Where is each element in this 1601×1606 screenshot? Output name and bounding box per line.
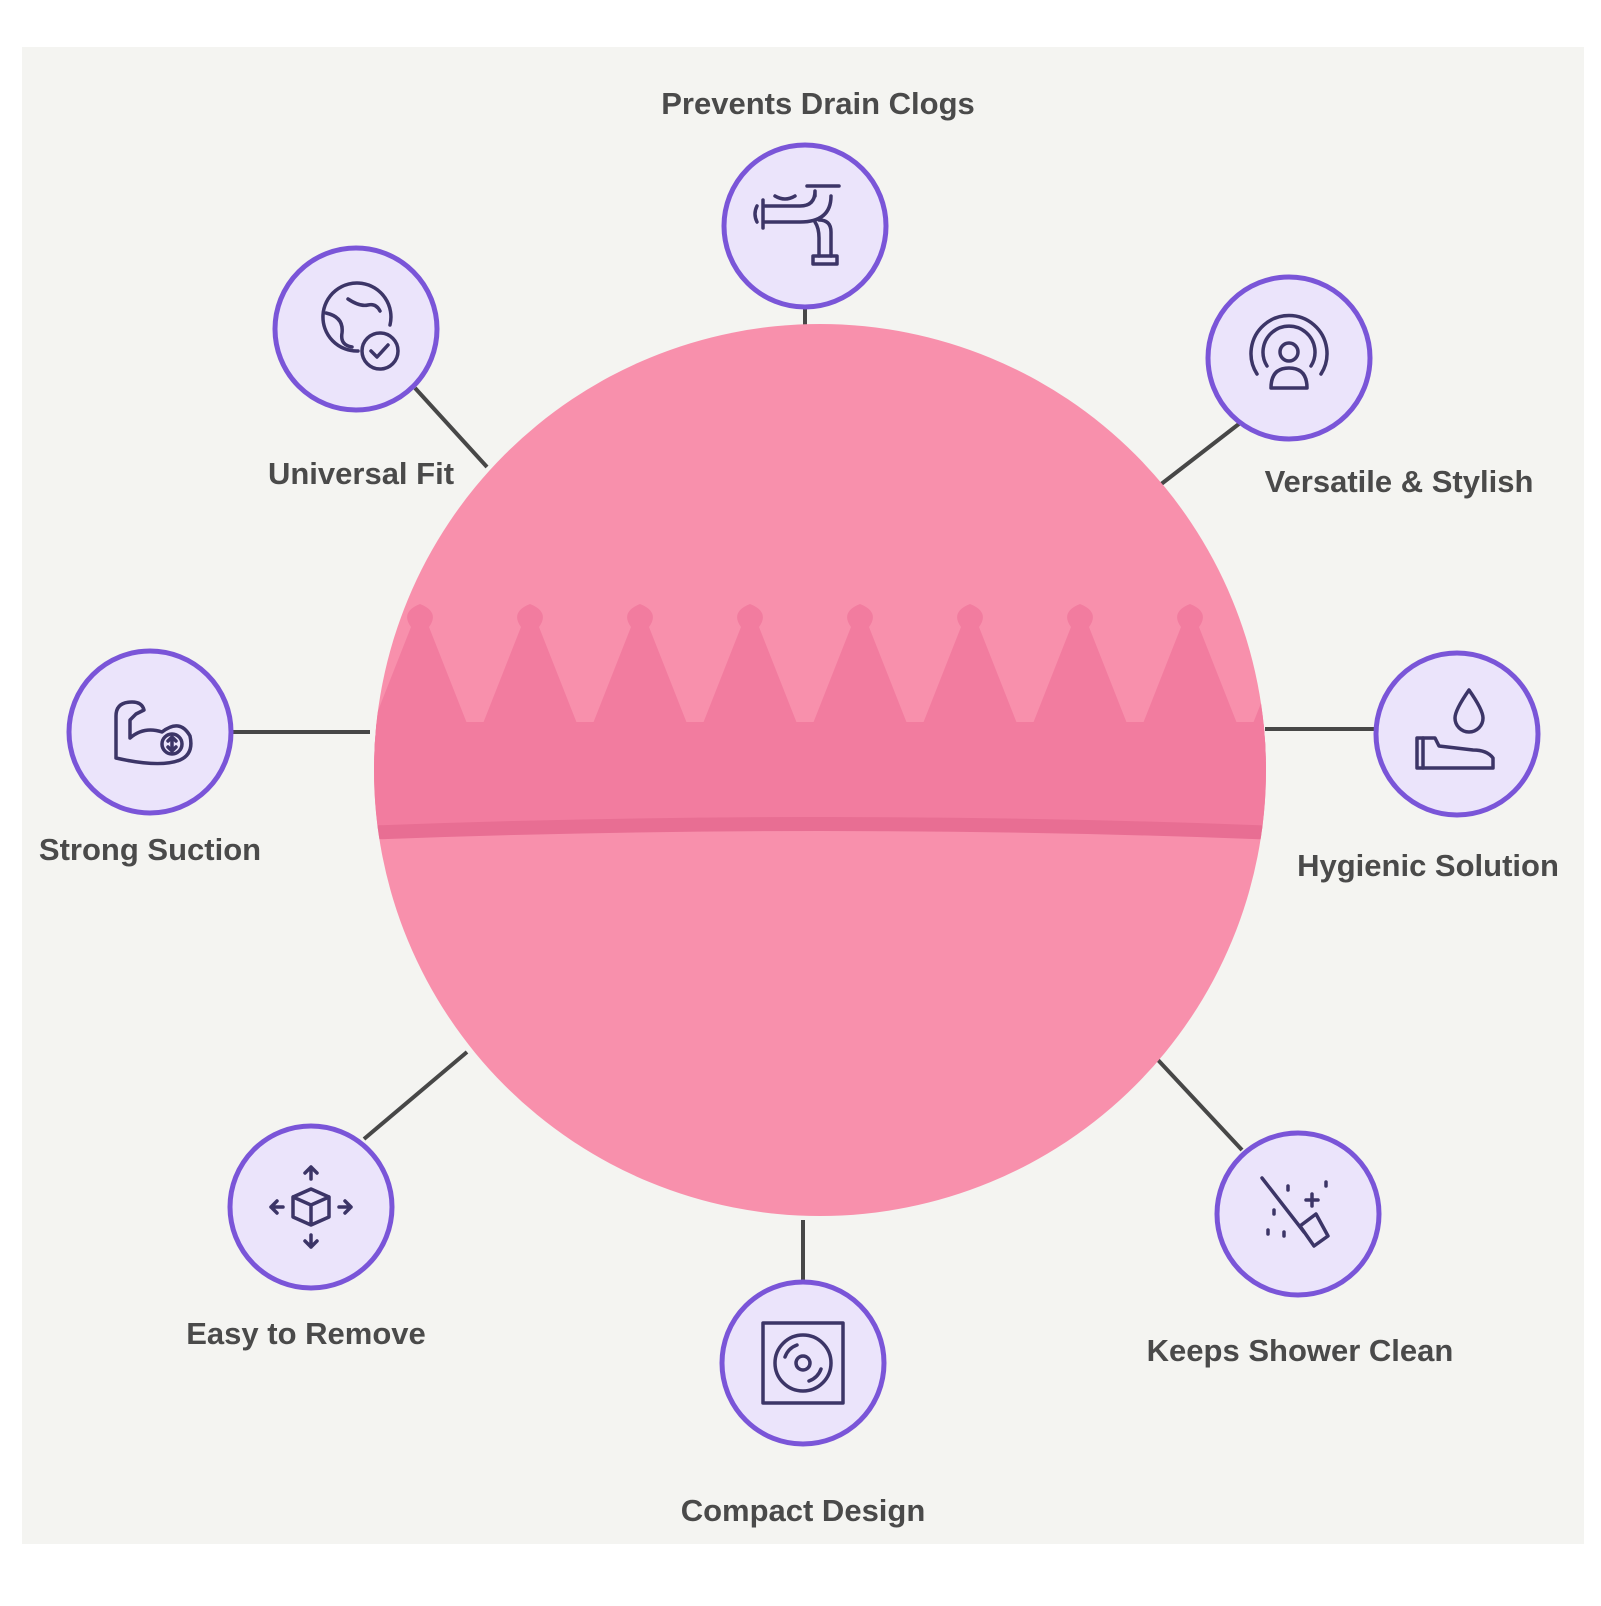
disc-box-icon: [761, 1321, 845, 1405]
label-strong-suction: Strong Suction: [38, 832, 262, 867]
label-prevents-drain-clogs: Prevents Drain Clogs: [661, 86, 975, 121]
connector-universal-fit: [413, 386, 489, 469]
product-comb-teeth: [374, 604, 1266, 760]
broadcast-person-icon: [1249, 313, 1329, 390]
label-easy-to-remove: Easy to Remove: [186, 1316, 426, 1351]
label-hygienic-solution: Hygienic Solution: [1297, 848, 1559, 883]
badge-compact-design: [719, 1279, 887, 1447]
badge-easy-to-remove: [227, 1123, 395, 1291]
feature-badges: [66, 142, 1541, 1447]
label-keeps-shower-clean: Keeps Shower Clean: [1146, 1333, 1454, 1368]
globe-check-icon: [321, 281, 400, 371]
connector-easy-to-remove: [362, 1050, 469, 1141]
badge-universal-fit: [272, 245, 440, 413]
hair-catcher-image: [374, 324, 1266, 1216]
move-box-icon: [269, 1165, 353, 1249]
hand-water-drop-icon: [1415, 688, 1495, 770]
connector-lines: [227, 306, 1375, 1280]
badge-versatile-stylish: [1205, 274, 1373, 442]
badge-prevents-drain-clogs: [721, 142, 889, 310]
drain-pipe-icon: [753, 184, 841, 266]
badge-keeps-shower-clean: [1214, 1130, 1382, 1298]
product-band-shadow: [374, 817, 1266, 840]
broom-sparkle-icon: [1260, 1176, 1330, 1248]
connector-versatile-stylish: [1158, 418, 1246, 487]
label-universal-fit: Universal Fit: [267, 456, 455, 491]
flexed-arm-icon: [114, 700, 193, 766]
badge-hygienic-solution: [1373, 650, 1541, 818]
label-compact-design: Compact Design: [680, 1493, 926, 1528]
label-versatile-stylish: Versatile & Stylish: [1264, 464, 1534, 499]
connector-keeps-shower-clean: [1156, 1058, 1244, 1152]
badge-strong-suction: [66, 648, 234, 816]
